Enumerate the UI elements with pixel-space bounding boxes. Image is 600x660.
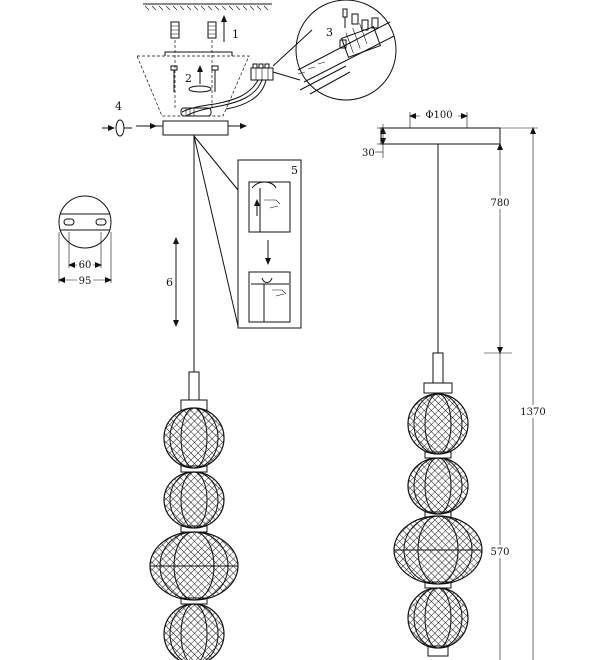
globe-2 (163, 471, 225, 529)
canopy-diameter-label: Φ100 (425, 110, 452, 121)
canopy-height-label: 30 (362, 148, 375, 159)
step-1-label: 1 (232, 28, 239, 41)
body-height-label: 570 (490, 547, 509, 558)
terminal-block-large (297, 13, 395, 95)
total-height-label: 1370 (520, 407, 545, 418)
driver-box (180, 107, 212, 117)
detail-frame (237, 159, 302, 329)
right-globe-3-large (393, 515, 483, 585)
canopy-install-group: 4 (102, 100, 247, 137)
step-4-label: 4 (115, 100, 122, 113)
globe-1 (163, 407, 225, 469)
supply-wires (181, 79, 259, 113)
step-6-label: 6 (166, 276, 173, 289)
terminal-detail-group: 3 (272, 0, 397, 101)
zoom-circle (295, 0, 397, 101)
mounting-plate-detail: 60 95 (58, 195, 112, 287)
step-2-label: 2 (185, 72, 192, 85)
left-lamp: 6 (149, 135, 239, 660)
terminal-block-small (250, 63, 274, 81)
right-globe-2 (407, 457, 469, 515)
globe-4 (163, 603, 225, 660)
canopy-projection (136, 55, 250, 117)
rotate-arrow-icon (188, 85, 212, 93)
hole-spacing-label: 60 (79, 260, 92, 271)
detail-panel-bottom (248, 271, 291, 323)
wall-anchor-right (207, 21, 217, 39)
canopy (380, 127, 501, 145)
cable-grip-detail-group: 5 (193, 135, 302, 329)
ceiling-hatch (144, 5, 269, 11)
wall-anchor-left (170, 21, 180, 39)
plate-width-label: 95 (79, 276, 92, 287)
ceiling-mount-group: 1 2 (136, 3, 274, 117)
right-lamp: Φ100 30 780 1370 570 (362, 108, 548, 660)
screwdriver-icon (342, 8, 348, 28)
mounting-bracket (164, 51, 233, 56)
step-3-label: 3 (326, 26, 333, 39)
zoom-lines (272, 29, 313, 81)
right-globe-4 (407, 587, 469, 649)
cable-sleeve (188, 371, 200, 401)
knurled-nut-icon (115, 119, 132, 137)
cable-length-label: 780 (490, 198, 509, 209)
right-globe-1 (407, 393, 469, 455)
globe-3-large (149, 531, 239, 601)
canopy-side-view (162, 120, 229, 136)
step-5-label: 5 (291, 164, 298, 177)
screw-left (170, 65, 178, 92)
detail-panel-top (248, 181, 291, 233)
screw-right (211, 65, 219, 92)
